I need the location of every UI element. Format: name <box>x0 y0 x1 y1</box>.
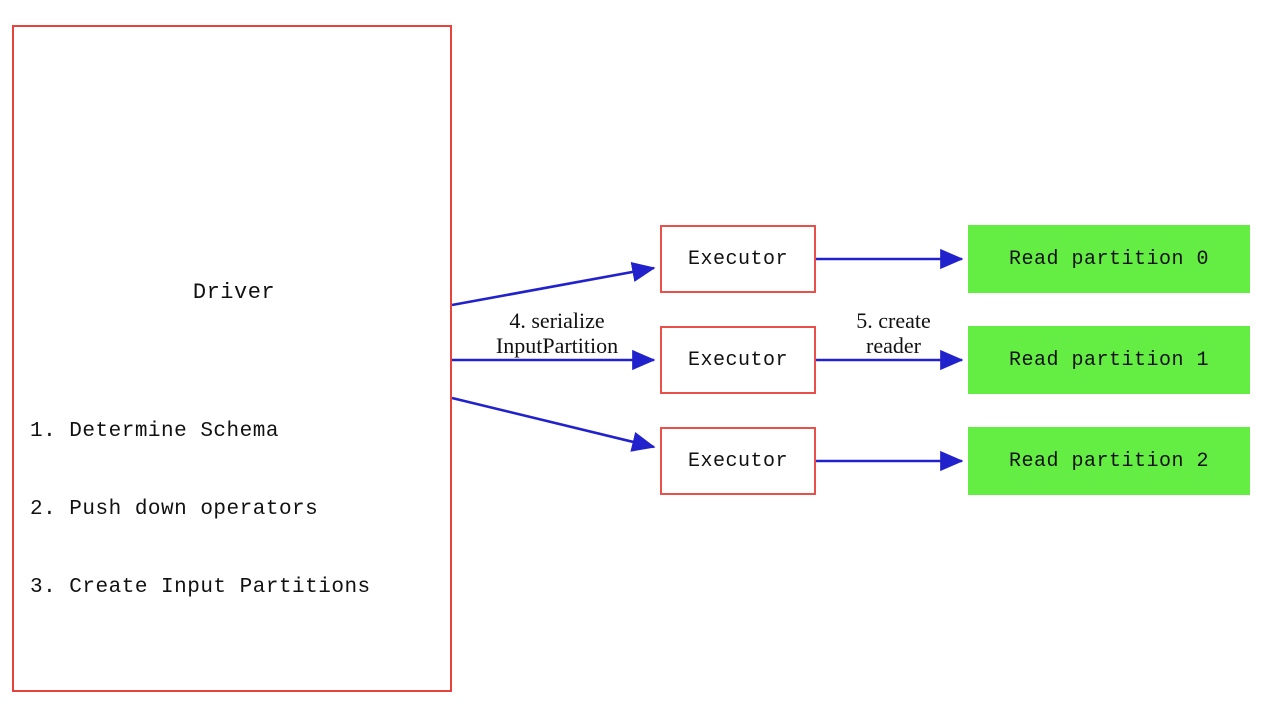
executor-label-2: Executor <box>687 348 788 372</box>
driver-title: Driver <box>192 280 276 305</box>
executor-label-1: Executor <box>687 247 788 271</box>
driver-step-3: 3. Create Input Partitions <box>30 576 371 599</box>
partition-label-2: Read partition 2 <box>1008 449 1210 473</box>
executor-box-2[interactable]: Executor <box>660 326 816 394</box>
edge-label-create-line-2: reader <box>866 333 921 358</box>
partition-box-1[interactable]: Read partition 1 <box>968 326 1250 394</box>
partition-label-0: Read partition 0 <box>1008 247 1210 271</box>
edge-label-create-line-1: 5. create <box>856 308 931 333</box>
executor-box-1[interactable]: Executor <box>660 225 816 293</box>
executor-box-3[interactable]: Executor <box>660 427 816 495</box>
arrow-driver-to-executor-3 <box>451 396 656 452</box>
executor-label-3: Executor <box>687 449 788 473</box>
edge-label-serialize-line-1: 4. serialize <box>509 308 605 333</box>
edge-label-serialize-input-partition: 4. serialize InputPartition <box>457 308 657 358</box>
driver-box[interactable]: Driver 1. Determine Schema 2. Push down … <box>12 25 452 692</box>
partition-box-2[interactable]: Read partition 2 <box>968 427 1250 495</box>
edge-label-create-reader: 5. create reader <box>826 308 961 358</box>
edge-label-serialize-line-2: InputPartition <box>495 333 619 358</box>
driver-step-2: 2. Push down operators <box>30 498 319 521</box>
driver-steps-list: 1. Determine Schema 2. Push down operato… <box>30 367 371 653</box>
arrow-driver-to-executor-1 <box>451 261 656 307</box>
driver-step-1: 1. Determine Schema <box>30 420 279 443</box>
partition-label-1: Read partition 1 <box>1008 348 1210 372</box>
partition-box-0[interactable]: Read partition 0 <box>968 225 1250 293</box>
